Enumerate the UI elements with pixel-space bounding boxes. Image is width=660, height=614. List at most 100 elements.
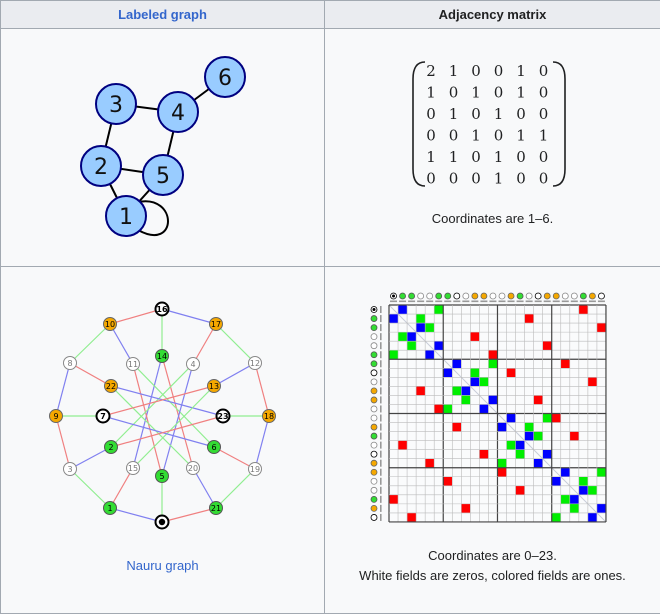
matrix-cell-one	[570, 495, 579, 504]
row-vertex-icon	[371, 505, 377, 511]
matrix-entry: 1	[426, 84, 436, 102]
row-permutation-label	[380, 387, 382, 394]
row-permutation-label	[380, 369, 382, 376]
nauru-vertex-label: 18	[264, 412, 274, 421]
vertex-label: 1	[119, 205, 133, 230]
matrix-entry: 0	[449, 127, 459, 145]
matrix-cell-one	[588, 486, 597, 495]
header-labeled-graph[interactable]: Labeled graph	[1, 1, 325, 29]
matrix-entry: 1	[449, 148, 459, 166]
row-vertex-icon	[371, 433, 377, 439]
matrix-entry: 0	[539, 148, 549, 166]
nauru-vertex-label: 4	[190, 360, 195, 369]
nauru-vertex-label: 9	[53, 412, 58, 421]
matrix-cell-one	[597, 323, 606, 332]
nauru-vertex-label: 2	[108, 443, 113, 452]
column-vertex-icon	[490, 293, 496, 299]
row-vertex-icon	[371, 361, 377, 367]
row-permutation-label	[380, 405, 382, 412]
row-permutation-label	[380, 442, 382, 449]
column-vertex-icon	[418, 293, 424, 299]
column-vertex-icon	[562, 293, 568, 299]
row-permutation-label	[380, 478, 382, 485]
matrix-entry: 0	[449, 84, 459, 102]
matrix-cell-one	[534, 395, 543, 404]
row-permutation-label	[380, 487, 382, 494]
column-vertex-icon	[463, 293, 469, 299]
row-permutation-label	[380, 342, 382, 349]
matrix-cell-one	[479, 404, 488, 413]
matrix-entry: 0	[494, 84, 504, 102]
matrix-cell-one	[507, 413, 516, 422]
matrix-cell-one	[443, 404, 452, 413]
header-adjacency-matrix: Adjacency matrix	[325, 1, 660, 29]
row-permutation-label	[380, 333, 382, 340]
nauru-vertex-label: 17	[211, 320, 221, 329]
matrix-cell-one	[525, 314, 534, 323]
matrix-cell-one	[425, 459, 434, 468]
matrix-cell-one	[443, 368, 452, 377]
column-vertex-icon	[571, 293, 577, 299]
matrix-cell-one	[488, 350, 497, 359]
matrix-cell-one	[597, 468, 606, 477]
matrix-cell-one	[434, 305, 443, 314]
column-vertex-icon	[553, 293, 559, 299]
matrix-cell-one	[516, 486, 525, 495]
nauru-edge-red	[162, 508, 216, 522]
row-vertex-icon	[371, 460, 377, 466]
column-permutation-label	[444, 301, 451, 303]
matrix-cell-one	[389, 350, 398, 359]
row-vertex-icon	[371, 442, 377, 448]
matrix-entry: 1	[449, 105, 459, 123]
nauru-edge-red	[56, 416, 70, 469]
matrix-cell-one	[461, 386, 470, 395]
row-vertex-icon	[371, 397, 377, 403]
matrix-entry: 0	[539, 62, 549, 80]
matrix-cell-one	[398, 332, 407, 341]
nauru-vertex-dot	[159, 519, 165, 525]
nauru-vertex-label: 8	[67, 359, 72, 368]
matrix-cell-one	[461, 504, 470, 513]
matrix-cell-one	[516, 441, 525, 450]
matrix-cell-one	[470, 332, 479, 341]
nauru-vertex-label: 23	[217, 412, 228, 421]
matrix-cell-one	[407, 341, 416, 350]
small-matrix-caption: Coordinates are 1–6.	[325, 209, 660, 229]
column-permutation-label	[526, 301, 533, 303]
column-vertex-icon	[472, 293, 478, 299]
row-vertex-icon	[371, 343, 377, 349]
matrix-entry: 1	[494, 105, 504, 123]
big-matrix-caption-2: White fields are zeros, colored fields a…	[325, 566, 660, 586]
matrix-cell-one	[434, 404, 443, 413]
column-vertex-icon	[436, 293, 442, 299]
matrix-cell-one	[543, 341, 552, 350]
column-vertex-icon	[535, 293, 541, 299]
column-permutation-label	[471, 301, 478, 303]
nauru-vertex-label: 7	[100, 412, 106, 421]
nauru-edge-green	[216, 324, 255, 363]
column-permutation-label	[535, 301, 542, 303]
vertex-label: 3	[109, 93, 123, 118]
matrix-entry: 0	[516, 148, 526, 166]
vertex-label: 5	[156, 164, 170, 189]
big-matrix-caption-1: Coordinates are 0–23.	[325, 546, 660, 566]
matrix-cell-one	[497, 459, 506, 468]
matrix-cell-one	[552, 477, 561, 486]
matrix-cell-one	[389, 495, 398, 504]
nauru-graph-link[interactable]: Nauru graph	[1, 556, 324, 576]
matrix-cell-one	[570, 504, 579, 513]
nauru-edge-red	[70, 363, 111, 386]
nauru-vertex-label: 12	[250, 359, 260, 368]
column-permutation-label	[435, 301, 442, 303]
matrix-cell-one	[588, 377, 597, 386]
column-vertex-icon	[400, 293, 406, 299]
matrix-cell-one	[534, 432, 543, 441]
matrix-cell-one	[561, 359, 570, 368]
matrix-cell-one	[552, 513, 561, 522]
column-vertex-icon	[481, 293, 487, 299]
row-permutation-label	[380, 496, 382, 503]
matrix-cell-one	[443, 477, 452, 486]
column-permutation-label	[571, 301, 578, 303]
